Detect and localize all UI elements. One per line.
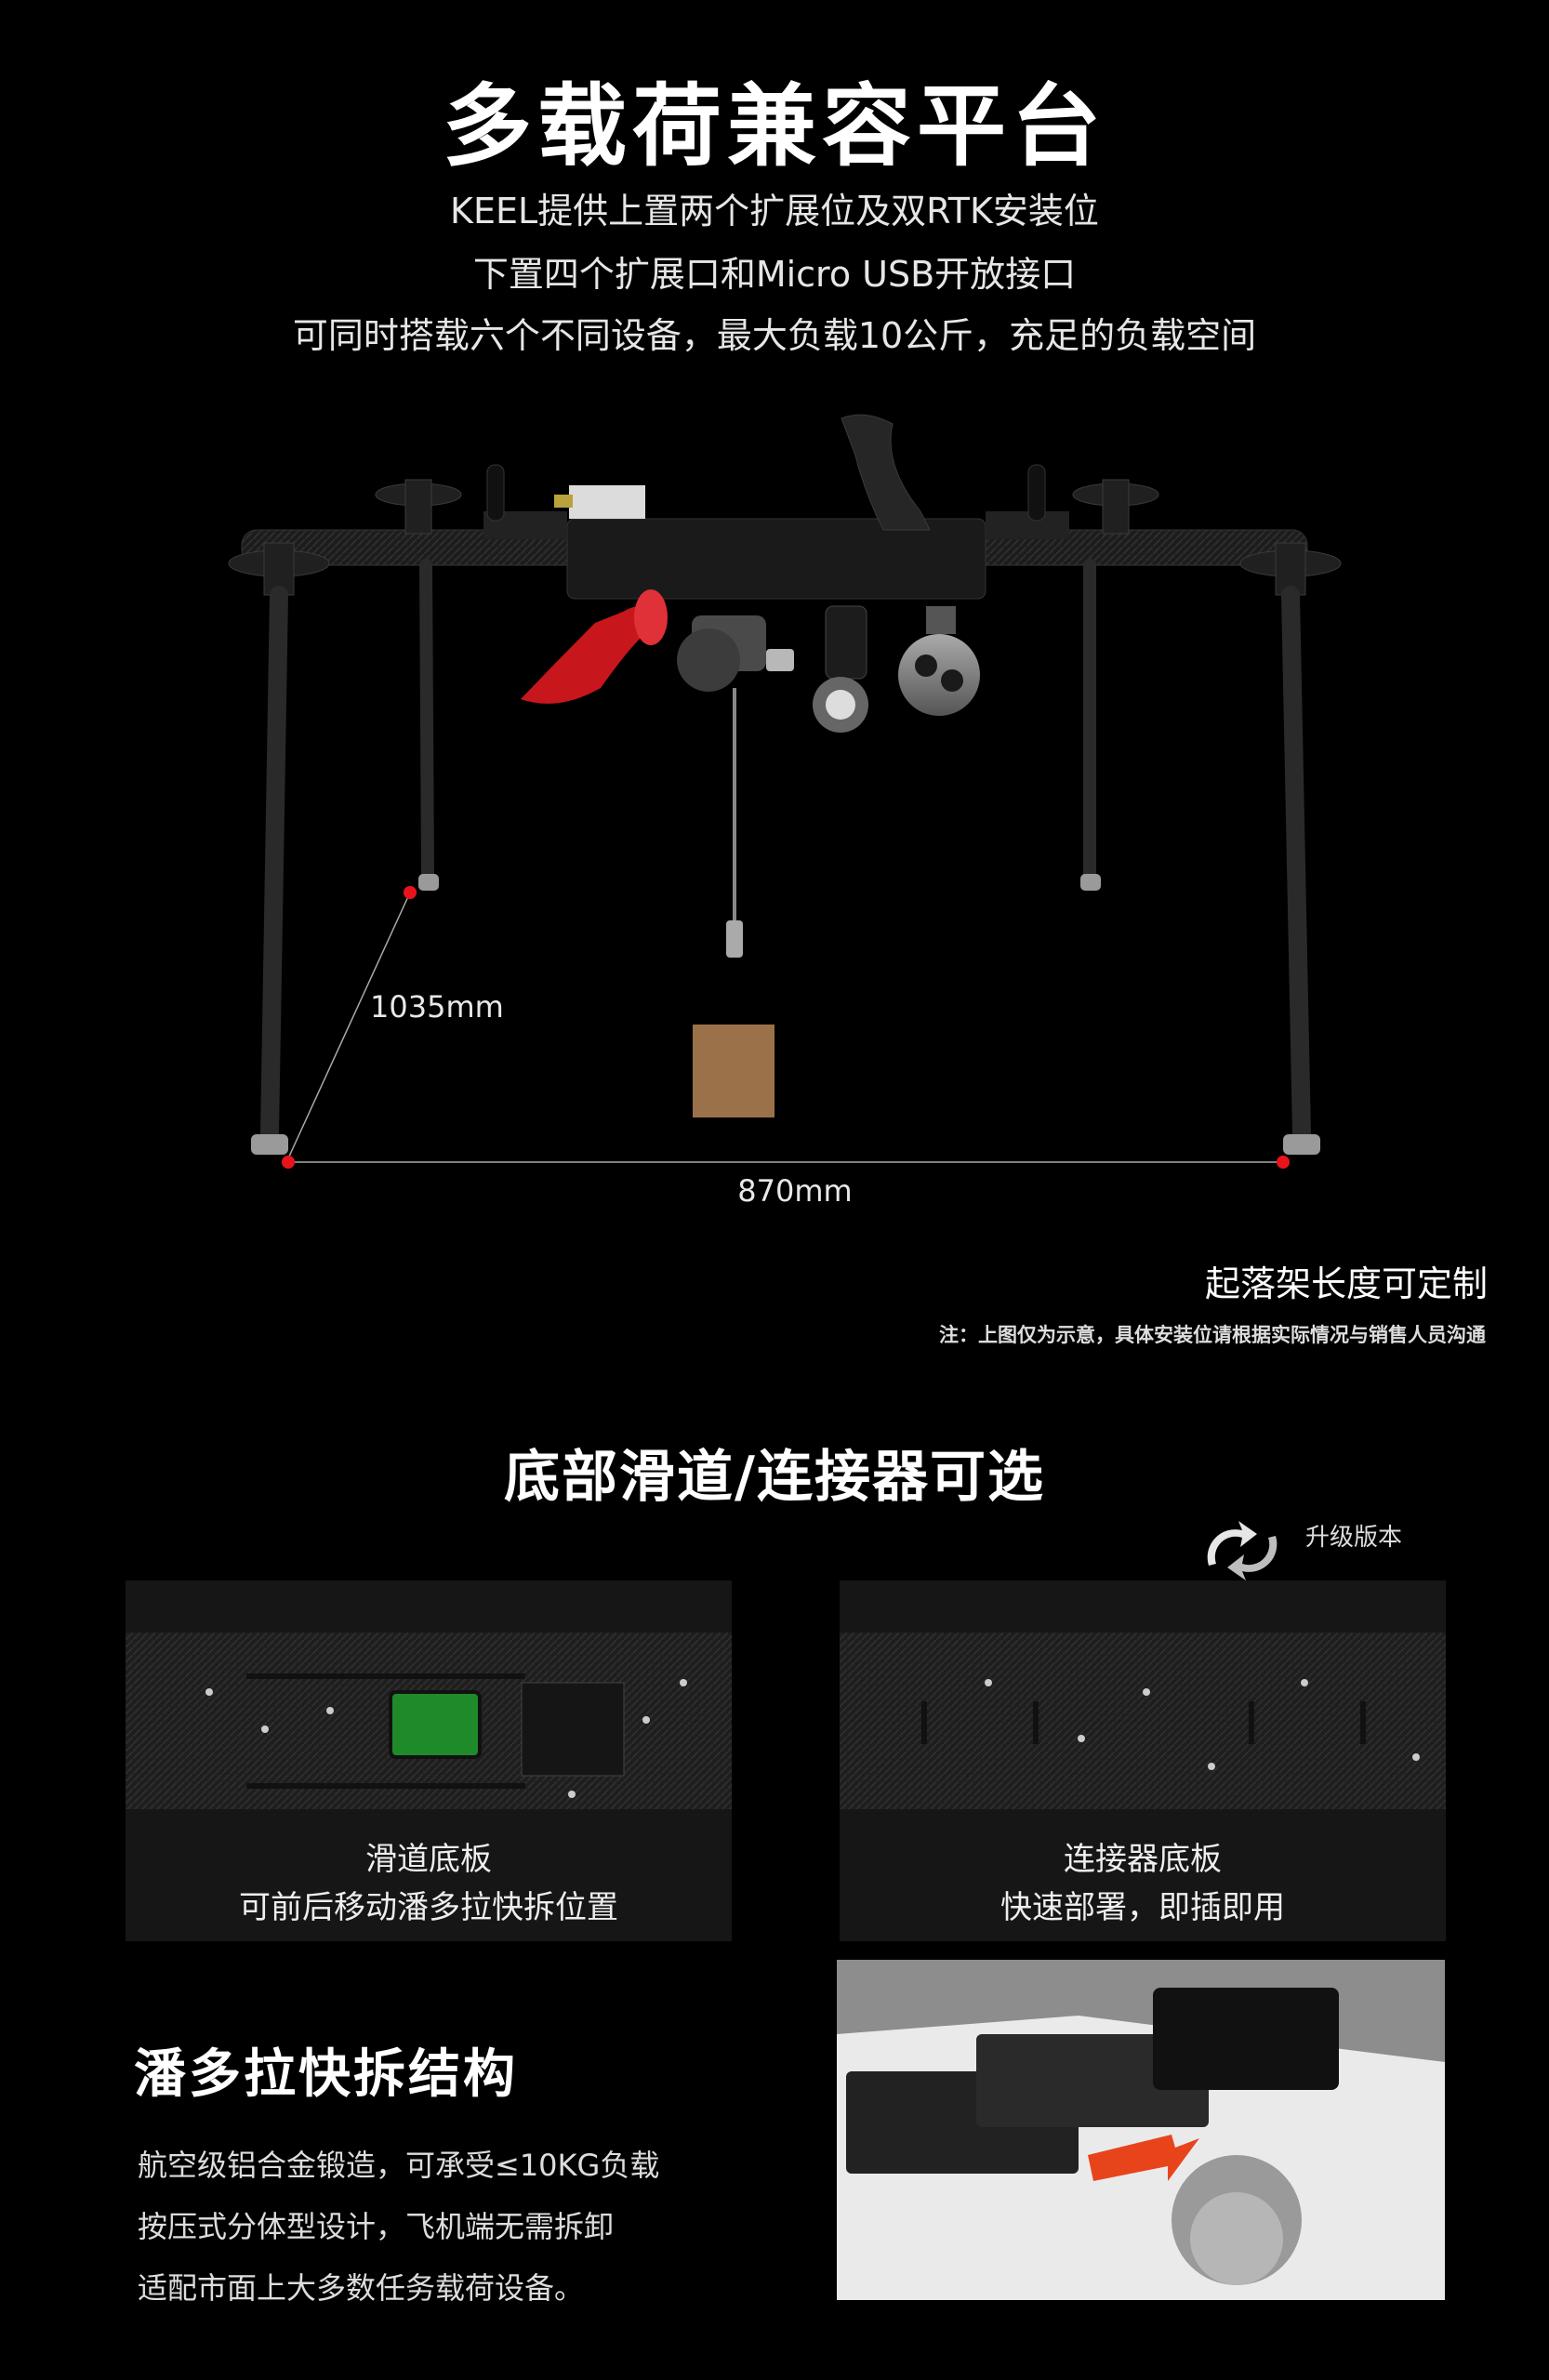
upgrade-icon [1207, 1521, 1278, 1580]
footnote: 注：上图仅为示意，具体安装位请根据实际情况与销售人员沟通 [939, 1324, 1486, 1346]
slide-plate-desc: 可前后移动潘多拉快拆位置 [239, 1889, 618, 1926]
connector-plate-desc: 快速部署，即插即用 [1000, 1889, 1285, 1926]
landing-gear-note: 起落架长度可定制 [1204, 1263, 1488, 1304]
pandora-structure-photo [837, 1960, 1445, 2300]
slide-plate-image [126, 1633, 732, 1809]
width-dimension-label: 870mm [737, 1173, 853, 1209]
slide-plate-title: 滑道底板 [365, 1841, 492, 1878]
height-dimension-label: 1035mm [370, 989, 504, 1025]
drone-illustration [228, 414, 1342, 1169]
subtitle-line-1: KEEL提供上置两个扩展位及双RTK安装位 [450, 191, 1099, 231]
pandora-title: 潘多拉快拆结构 [134, 2044, 518, 2105]
connector-plate-image [840, 1633, 1446, 1809]
pandora-line-3: 适配市面上大多数任务载荷设备。 [138, 2270, 585, 2306]
connector-plate-card: 连接器底板 快速部署，即插即用 [840, 1580, 1446, 1941]
pandora-line-2: 按压式分体型设计，飞机端无需拆卸 [138, 2209, 615, 2244]
pandora-line-1: 航空级铝合金锻造，可承受≤10KG负载 [138, 2148, 660, 2183]
slide-plate-card: 滑道底板 可前后移动潘多拉快拆位置 [126, 1580, 732, 1941]
page-title: 多载荷兼容平台 [443, 74, 1106, 178]
subtitle-line-2: 下置四个扩展口和Micro USB开放接口 [472, 254, 1077, 295]
subtitle-line-3: 可同时搭载六个不同设备，最大负载10公斤，充足的负载空间 [292, 315, 1257, 356]
section-title: 底部滑道/连接器可选 [504, 1445, 1045, 1510]
connector-plate-title: 连接器底板 [1064, 1841, 1222, 1878]
upgrade-label: 升级版本 [1305, 1524, 1403, 1552]
